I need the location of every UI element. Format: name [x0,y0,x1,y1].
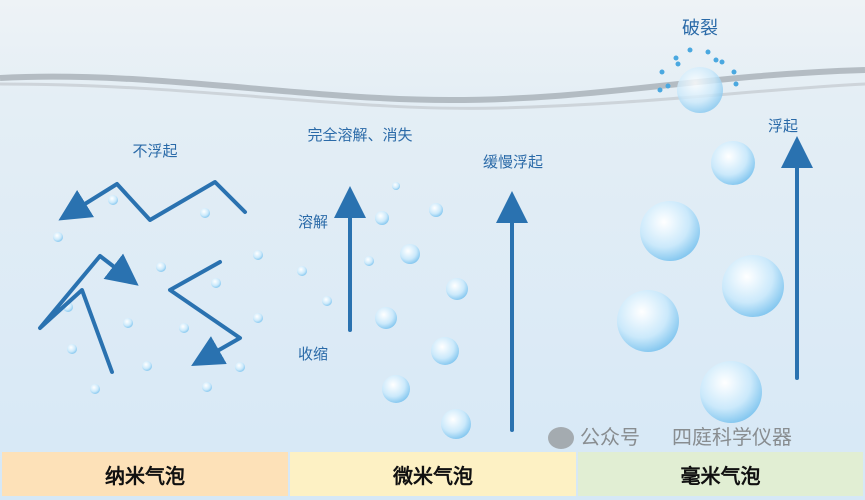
spray-droplet [665,83,671,89]
milli-bubble [700,361,762,423]
nano-bubble [90,384,100,394]
label-rise: 浮起 [767,117,799,135]
label-burst: 破裂 [682,18,718,39]
nano-bubble [108,195,118,205]
nano-motion-arrow-1 [58,180,247,222]
micro-bubble [400,244,420,264]
nano-bubble [142,361,152,371]
nano-bubble [202,382,212,392]
milli-bubble [640,201,700,261]
label-shrink: 收缩 [297,345,329,363]
watermark: 公众号 四庭科学仪器 [548,424,792,451]
micro-bubble [392,182,400,190]
nano-motion-arrow-2 [38,253,139,374]
nano-motion-arrow-3 [168,260,242,366]
micro-bubble [431,337,459,365]
water-surface-ripple [0,82,865,110]
burst-spray [657,47,739,93]
spray-droplet [657,87,663,93]
micro-bubble [364,256,374,266]
spray-droplet [731,69,737,75]
watermark-prefix: 公众号 [580,425,640,449]
label-no-float: 不浮起 [132,142,178,160]
wechat-icon [548,426,574,449]
micro-bubble [375,307,397,329]
nano-bubble [235,362,245,372]
label-fully-dissolve: 完全溶解、消失 [307,126,413,144]
watermark-name: 四庭科学仪器 [672,425,792,449]
nano-bubble [211,278,221,288]
nano-bubble [253,313,263,323]
micro-bubble [297,266,307,276]
nano-bubble [200,208,210,218]
micro-bubble [322,296,332,306]
milli-bubble [722,255,784,317]
micro-bubble [429,203,443,217]
milli-bubble [617,290,679,352]
nano-bubble [123,318,133,328]
bursting-bubble [677,67,723,113]
spray-droplet [705,49,711,55]
nano-bubble [53,232,63,242]
micro-bubble [446,278,468,300]
milli-bubble [711,141,755,185]
nano-bubble [253,250,263,260]
large-bubbles [617,67,784,423]
water-surface [0,67,865,104]
micro-bubble [441,409,471,439]
micro-bubble [375,211,389,225]
category-milli: 毫米气泡 [578,452,863,496]
nano-bubble [156,262,166,272]
spray-droplet [673,55,679,61]
spray-droplet [675,61,681,67]
spray-droplet [687,47,693,53]
spray-droplet [719,59,725,65]
nano-bubble [67,344,77,354]
nano-bubble [179,323,189,333]
spray-droplet [733,81,739,87]
label-dissolve: 溶解 [297,213,329,231]
label-slow-rise: 缓慢浮起 [482,153,544,171]
spray-droplet [659,69,665,75]
category-micro: 微米气泡 [290,452,576,496]
category-nano: 纳米气泡 [2,452,288,496]
micro-bubble [382,375,410,403]
spray-droplet [713,57,719,63]
small-bubbles [53,182,471,439]
